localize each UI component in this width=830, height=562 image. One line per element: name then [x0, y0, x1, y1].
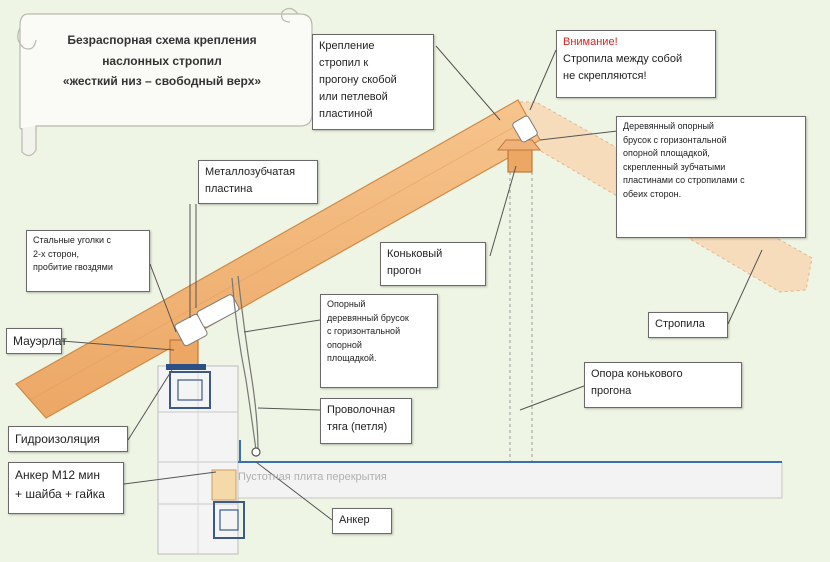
callout-wire-tie: Проволочная тяга (петля): [320, 398, 412, 444]
leader-lines: [61, 45, 763, 521]
callout-line: Анкер М12 мин: [15, 468, 100, 482]
callout-line: Мауэрлат: [13, 334, 67, 348]
callout-steel-angles: Стальные уголки с 2-х сторон, пробитие г…: [26, 230, 150, 292]
callout-line: Металлозубчатая: [205, 166, 296, 178]
callout-support-block: Опорный деревянный брусок с горизонтальн…: [320, 294, 438, 388]
callout-line: не скрепляются!: [563, 70, 647, 83]
callout-line: Анкер: [339, 514, 370, 526]
callout-line: пробитие гвоздями: [33, 262, 113, 272]
callout-line: пластиной: [319, 108, 373, 121]
callout-line: Гидроизоляция: [15, 432, 100, 446]
callout-ridge-support: Опора конькового прогона: [584, 362, 742, 408]
callout-line: стропил к: [319, 57, 369, 70]
callout-mauerlat: Мауэрлат: [6, 328, 67, 354]
callout-line: брусок с горизонтальной: [623, 134, 727, 145]
title-line: «жесткий низ – свободный верх»: [62, 74, 262, 89]
callout-line: Опорный: [327, 299, 366, 309]
callout-ridge-support-block: Деревянный опорный брусок с горизонтальн…: [616, 116, 806, 238]
callout-line: пластинами со стропилами с: [623, 175, 745, 185]
callout-line: Стропила: [655, 318, 705, 330]
callout-line: 2-х сторон,: [33, 248, 80, 259]
callout-line: Опора конькового: [591, 368, 683, 380]
slab-label: Пустотная плита перекрытия: [238, 471, 387, 483]
callout-line: Стальные уголки с: [33, 235, 112, 245]
callout-line: прогон: [387, 265, 422, 278]
callout-line: Стропила между собой: [563, 53, 683, 66]
callout-line: или петлевой: [319, 91, 388, 104]
callout-line: тяга (петля): [327, 421, 388, 434]
callout-rafters: Стропила: [648, 312, 728, 338]
wire-tie: [231, 275, 261, 457]
wall: [157, 294, 245, 555]
callout-line: прогона: [591, 385, 632, 398]
title-scroll: [17, 7, 313, 157]
callout-anchor-m12: Анкер М12 мин + шайба + гайка: [8, 462, 124, 514]
callout-line: Проволочная: [327, 404, 396, 416]
callout-rafter-fastening: Крепление стропил к прогону скобой или п…: [312, 34, 434, 130]
floor-slab: [237, 440, 783, 499]
callout-ridge-purlin: Коньковый прогон: [380, 242, 486, 286]
warning-title: Внимание!: [563, 36, 618, 48]
callout-line: деревянный брусок: [327, 312, 409, 323]
diagram-title: Безраспорная схема крепления наслонных с…: [44, 30, 280, 92]
callout-waterproofing: Гидроизоляция: [8, 426, 128, 452]
callout-line: Коньковый: [387, 248, 443, 260]
callout-line: Деревянный опорный: [623, 121, 714, 131]
callout-warning: Внимание! Стропила между собой не скрепл…: [556, 30, 716, 98]
callout-anchor: Анкер: [332, 508, 392, 534]
callout-line: прогону скобой: [319, 74, 397, 87]
callout-line: опорной: [327, 339, 362, 350]
callout-line: пластина: [205, 183, 253, 196]
callout-metal-plate: Металлозубчатая пластина: [198, 160, 318, 204]
ridge-assembly: [496, 115, 542, 462]
callout-line: Крепление: [319, 40, 375, 52]
callout-line: с горизонтальной: [327, 326, 401, 336]
callout-line: обеих сторон.: [623, 188, 682, 199]
callout-line: скрепленный зубчатыми: [623, 161, 726, 172]
callout-line: + шайба + гайка: [15, 486, 105, 501]
title-line: Безраспорная схема крепления: [67, 33, 257, 47]
callout-line: опорной площадкой,: [623, 148, 710, 158]
title-line: наслонных стропил: [102, 53, 222, 68]
callout-line: площадкой.: [327, 353, 377, 363]
